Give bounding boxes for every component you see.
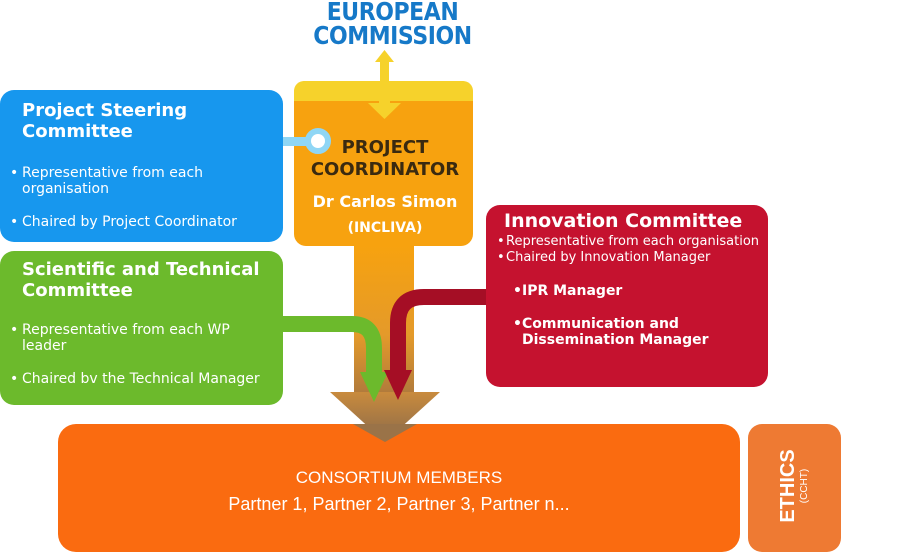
coordinator-main-arrow: [330, 246, 440, 442]
coordinator-name: Dr Carlos Simon: [312, 192, 458, 211]
scientific-bullet-2: • Chaired bv the Technical Manager: [10, 371, 260, 387]
european-commission-logo: EUROPEAN COMMISSION: [311, 0, 474, 48]
consortium-members-box: [58, 424, 740, 552]
steering-bullet-2-text: Chaired by Project Coordinator: [22, 214, 237, 230]
bullet-dot: •: [10, 371, 19, 387]
bullet-dot: •: [513, 283, 522, 299]
innovation-bullet-4-line-2: Dissemination Manager: [522, 332, 709, 348]
innovation-bullet-3-text: IPR Manager: [522, 283, 623, 299]
steering-committee-title: Project Steering Committee: [22, 100, 187, 142]
steering-committee-box: Project Steering Committee • Representat…: [0, 90, 283, 242]
scientific-title-line-1: Scientific and Technical: [22, 259, 260, 280]
ethics-subtitle: (CCHT): [799, 468, 810, 504]
logo-line-1: EUROPEAN: [326, 0, 459, 26]
coordinator-title-line-2: COORDINATOR: [310, 159, 460, 180]
bullet-dot: •: [10, 165, 19, 181]
bullet-dot: •: [497, 250, 505, 265]
arrow-into-coordinator: [368, 92, 401, 119]
scientific-committee-title: Scientific and Technical Committee: [22, 259, 260, 301]
scientific-arrow: [283, 316, 388, 402]
steering-bullet-1: • Representative from each organisation: [10, 165, 204, 197]
scientific-bullet-1-line-1: Representative from each WP: [22, 322, 230, 338]
steering-bullet-2: • Chaired by Project Coordinator: [10, 214, 237, 230]
innovation-bullet-2-text: Chaired by Innovation Manager: [506, 250, 711, 265]
steering-bullet-1-line-1: Representative from each: [22, 165, 204, 181]
arrow-tip-overlay: [353, 424, 417, 442]
bullet-dot: •: [513, 316, 522, 332]
coordinator-title-line-1: PROJECT: [341, 137, 429, 158]
steering-bullet-1-line-2: organisation: [22, 181, 109, 197]
scientific-title-line-2: Committee: [22, 280, 133, 301]
ethics-box: [748, 424, 841, 552]
innovation-bullet-1: • Representative from each organisation: [497, 234, 760, 249]
innovation-arrow: [384, 289, 486, 400]
innovation-committee-box: Innovation Committee • Representative fr…: [486, 205, 768, 387]
scientific-bullet-2-text: Chaired bv the Technical Manager: [22, 371, 260, 387]
bullet-dot: •: [10, 322, 19, 338]
steering-title-line-1: Project Steering: [22, 100, 188, 121]
consortium-partners: Partner 1, Partner 2, Partner 3, Partner…: [228, 494, 570, 514]
innovation-bullet-4: • Communication and Dissemination Manage…: [513, 316, 709, 348]
arrow-to-commission: [375, 50, 394, 88]
innovation-bullet-2: • Chaired by Innovation Manager: [497, 250, 711, 265]
ethics-title: ETHICS: [777, 449, 799, 523]
coordinator-title: PROJECT COORDINATOR: [305, 137, 465, 181]
innovation-bullet-3: • IPR Manager: [513, 283, 623, 299]
steering-title-line-2: Committee: [22, 121, 133, 142]
innovation-committee-title: Innovation Committee: [504, 210, 743, 232]
bullet-dot: •: [497, 234, 505, 249]
scientific-committee-box: Scientific and Technical Committee • Rep…: [0, 251, 283, 405]
scientific-bullet-1-line-2: leader: [22, 338, 67, 354]
scientific-bullet-1: • Representative from each WP leader: [10, 322, 230, 354]
ethics-label: ETHICS (CCHT): [748, 424, 841, 552]
innovation-bullet-1-text: Representative from each organisation: [506, 234, 760, 249]
bullet-dot: •: [10, 214, 19, 230]
innovation-bullet-4-line-1: Communication and: [522, 316, 679, 332]
ethics-rotated-text: ETHICS (CCHT): [777, 449, 811, 522]
consortium-title: CONSORTIUM MEMBERS: [295, 468, 503, 487]
logo-line-2: COMMISSION: [313, 21, 472, 50]
coordinator-org: (INCLIVA): [347, 220, 423, 236]
